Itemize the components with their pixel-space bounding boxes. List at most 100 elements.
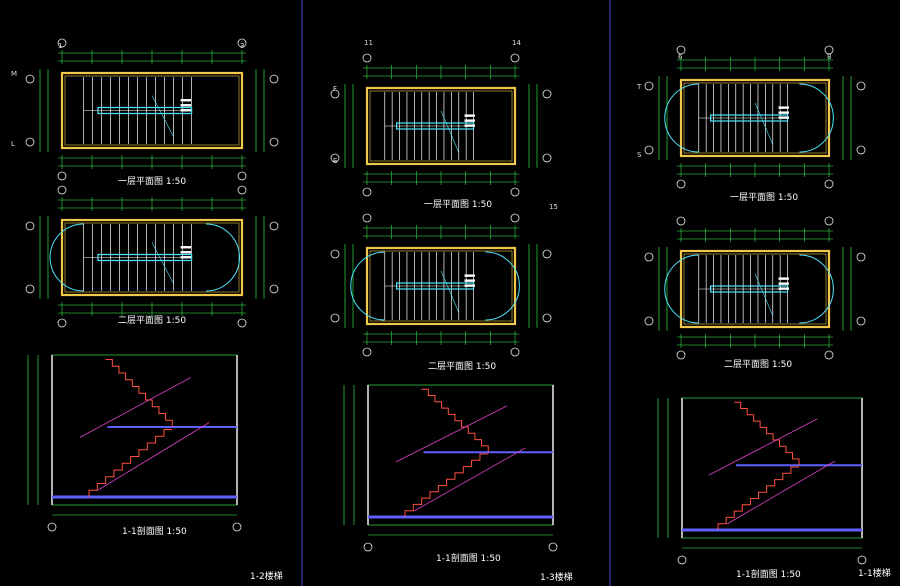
handrail-diagonal [395,405,507,463]
annotation-mark [778,116,789,119]
stair-profile [105,359,173,427]
grid-bubble [542,89,552,99]
panel3-plan2-title: 二层平面图 1:50 [724,360,793,370]
stair-profile [717,466,799,530]
grid-label: M [11,70,18,78]
break-line [151,242,174,284]
grid-bubble [510,347,520,357]
grid-bubble [25,221,35,231]
handrail-diagonal [726,460,836,525]
grid-bubble [856,81,866,91]
break-line [754,273,774,316]
grid-bubble [856,252,866,262]
section-frame [681,397,863,539]
grid-bubble [25,137,35,147]
grid-bubble [676,350,686,360]
grid-bubble [47,522,57,532]
grid-bubble [269,74,279,84]
grid-bubble [824,179,834,189]
panel1-plan1-title: 一层平面图 1:50 [118,177,187,187]
grid-bubble [824,216,834,226]
grid-bubble [363,542,373,552]
grid-bubble [510,213,520,223]
grid-bubble [362,187,372,197]
section-frame [367,384,554,526]
grid-label: 3 [240,42,245,50]
grid-bubble [330,153,340,163]
grid-bubble [856,145,866,155]
grid-bubble [824,350,834,360]
break-line [440,270,460,313]
stair-wall-inner [683,253,827,325]
grid-label: S [637,151,642,159]
stair-profile [421,388,489,453]
panel1-section-title: 1-1剖面图 1:50 [122,527,187,537]
grid-label: 15 [549,203,558,211]
stair-profile [88,429,173,497]
handrail-diagonal [414,447,526,512]
panel3-section-title: 1-1剖面图 1:50 [736,570,801,580]
panel3-plan1-title: 一层平面图 1:50 [730,193,799,203]
grid-bubble [25,74,35,84]
landing-arc [49,223,84,292]
grid-bubble [676,216,686,226]
grid-bubble [330,313,340,323]
grid-bubble [237,185,247,195]
grid-bubble [57,171,67,181]
stair-wall [365,246,517,326]
grid-bubble [269,284,279,294]
handrail-diagonal [708,418,818,476]
grid-bubble [824,45,834,55]
annotation-mark [180,104,192,107]
annotation-mark [778,111,789,114]
grid-label: T [637,83,642,91]
grid-bubble [57,185,67,195]
panel1-sheet-label: 1-2楼梯 [250,572,283,582]
panel2-plan2-title: 二层平面图 1:50 [428,362,497,372]
panel2-section-title: 1-1剖面图 1:50 [436,554,501,564]
grid-label: F [333,85,338,93]
annotation-mark [778,106,789,109]
grid-bubble [237,38,247,48]
landing-arc [799,83,834,153]
annotation-mark [464,284,475,287]
stair-profile [734,401,800,466]
grid-bubble [237,318,247,328]
stair-wall-inner [64,75,240,146]
annotation-mark [778,282,789,285]
annotation-mark [464,279,475,282]
grid-bubble [362,347,372,357]
grid-bubble [857,555,867,565]
stair-wall [679,78,831,158]
grid-bubble [510,187,520,197]
annotation-mark [464,124,475,127]
grid-bubble [330,249,340,259]
annotation-mark [180,256,192,259]
grid-bubble [644,81,654,91]
annotation-mark [778,287,789,290]
annotation-mark [180,99,192,102]
grid-bubble [856,316,866,326]
grid-label: 14 [512,39,521,47]
grid-bubble [25,284,35,294]
grid-bubble [542,153,552,163]
landing-arc [350,251,385,321]
stair-wall [60,218,244,297]
annotation-mark [180,251,192,254]
landing-arc [205,223,240,292]
break-line [754,102,774,145]
panel3-sheet-label: 1-1楼梯 [858,569,891,579]
grid-bubble [57,38,67,48]
grid-label: 1 [58,42,63,50]
grid-label: 6 [678,53,683,61]
stair-wall-inner [369,90,513,162]
landing-arc [664,83,699,153]
stair-wall-inner [683,82,827,154]
grid-bubble [269,221,279,231]
grid-label: L [11,140,15,148]
landing-arc [664,254,699,324]
stair-wall [679,249,831,329]
landing-arc [485,251,520,321]
